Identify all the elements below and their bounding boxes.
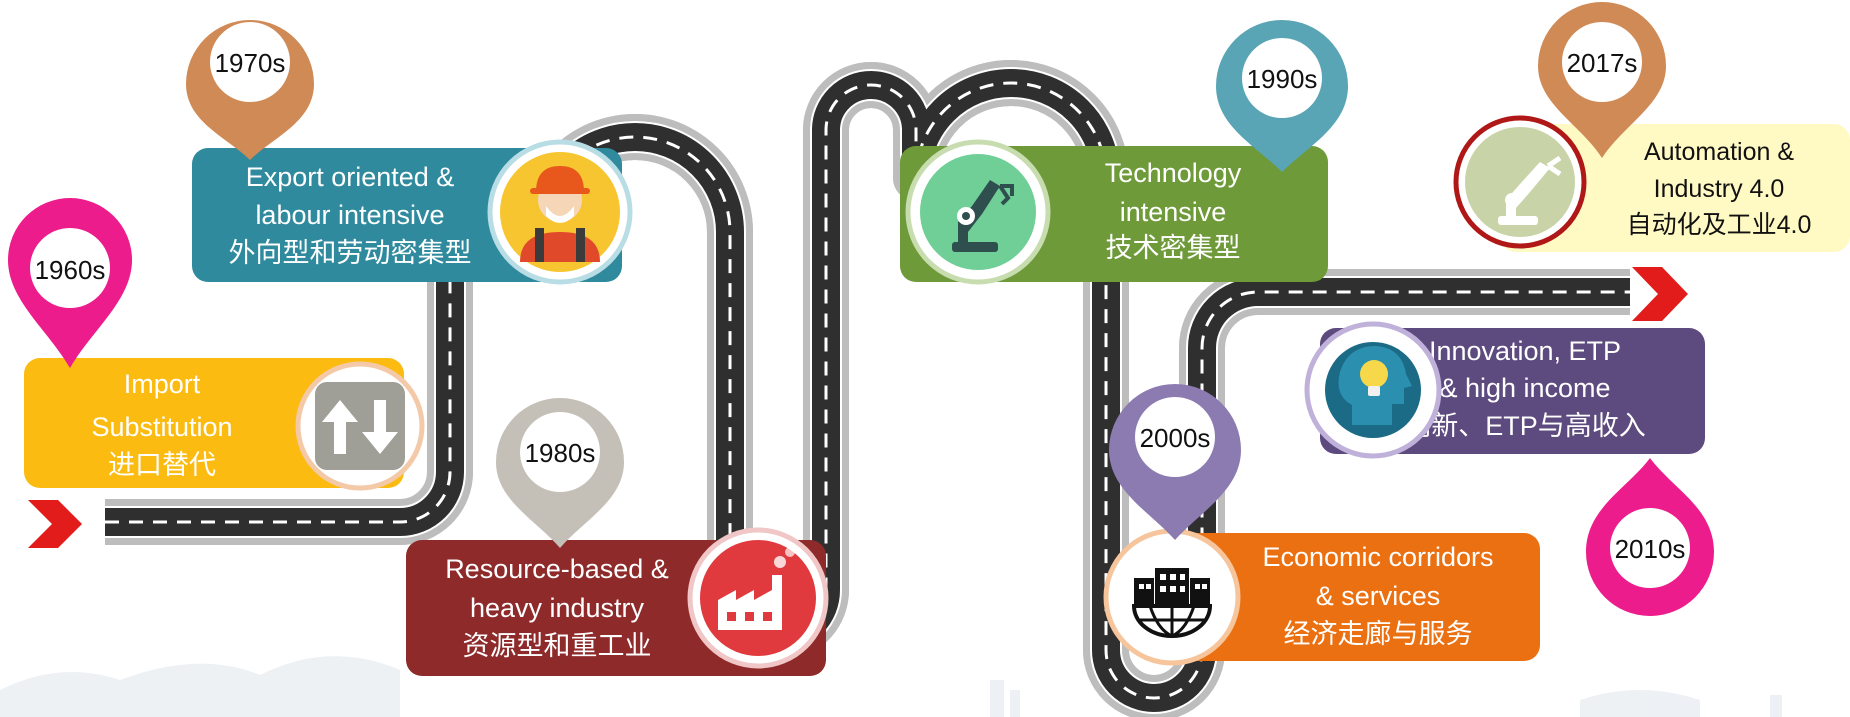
start-chevron-icon [28,500,82,548]
pin-1980s: 1980s [496,398,624,548]
milestone-title-chinese: 外向型和劳动密集型 [229,238,472,268]
lightbulb-head-icon [1304,321,1442,459]
pin-label-1980s: 1980s [525,438,596,468]
milestone-1980s: Resource-based & heavy industry 资源型和重工业 … [406,398,829,676]
pin-1970s: 1970s [186,20,314,160]
robotic-arm-icon [1453,115,1587,249]
milestone-2010s: Innovation, ETP & high income 创新、ETP与高收入… [1304,321,1714,616]
milestone-title-line2: intensive [1120,197,1227,227]
robot-arm-icon [905,139,1051,285]
pin-2017s: 2017s [1538,2,1666,158]
milestone-title-line2: heavy industry [470,593,645,623]
milestone-title-line1: Economic corridors [1262,542,1493,572]
milestone-1960s: Import Substitution 进口替代 1960s [8,198,425,491]
pin-2010s: 2010s [1586,458,1714,616]
milestone-title-chinese: 创新、ETP与高收入 [1404,411,1646,441]
milestone-title-chinese: 经济走廊与服务 [1284,619,1473,649]
milestone-2000s: Economic corridors & services 经济走廊与服务 20… [1103,384,1540,666]
milestone-title-line1: Automation & [1644,138,1794,166]
milestone-title-chinese: 自动化及工业4.0 [1627,211,1812,239]
milestone-title-line1: Innovation, ETP [1429,336,1621,366]
pin-1960s: 1960s [8,198,132,368]
background-skyline [0,656,1782,717]
pin-label-1990s: 1990s [1247,64,1318,94]
milestone-title-chinese: 进口替代 [108,450,216,480]
milestone-title-chinese: 资源型和重工业 [463,631,652,661]
factory-icon [687,527,829,669]
milestone-title-line1: Technology [1105,158,1242,188]
milestone-1990s: Technology intensive 技术密集型 1990s [900,20,1348,285]
milestone-title-line2: Industry 4.0 [1654,175,1785,203]
milestone-title-line1: Import [124,369,201,399]
end-chevron-icon [1632,267,1688,321]
pin-label-1960s: 1960s [35,255,106,285]
milestone-title-line2: Substitution [91,412,232,442]
milestone-1970s: Export oriented & labour intensive 外向型和劳… [186,20,633,285]
worker-icon [487,139,633,285]
milestone-box-automation [1500,124,1850,252]
pin-label-2017s: 2017s [1567,48,1638,78]
pin-label-2000s: 2000s [1140,423,1211,453]
pin-label-2010s: 2010s [1615,534,1686,564]
milestone-2017s: Automation & Industry 4.0 自动化及工业4.0 2017… [1453,2,1850,252]
milestone-box-economic [1150,533,1540,661]
import-export-arrows-icon [295,361,425,491]
pin-2000s: 2000s [1109,384,1241,540]
milestone-title-line1: Resource-based & [445,554,669,584]
milestone-title-line2: & services [1316,581,1441,611]
milestone-title-line2: labour intensive [255,200,444,230]
milestone-title-line2: & high income [1439,373,1610,403]
globe-buildings-icon [1103,528,1241,666]
milestone-title-chinese: 技术密集型 [1106,233,1241,263]
pin-1990s: 1990s [1216,20,1348,172]
milestone-title-line1: Export oriented & [246,162,455,192]
pin-label-1970s: 1970s [215,48,286,78]
